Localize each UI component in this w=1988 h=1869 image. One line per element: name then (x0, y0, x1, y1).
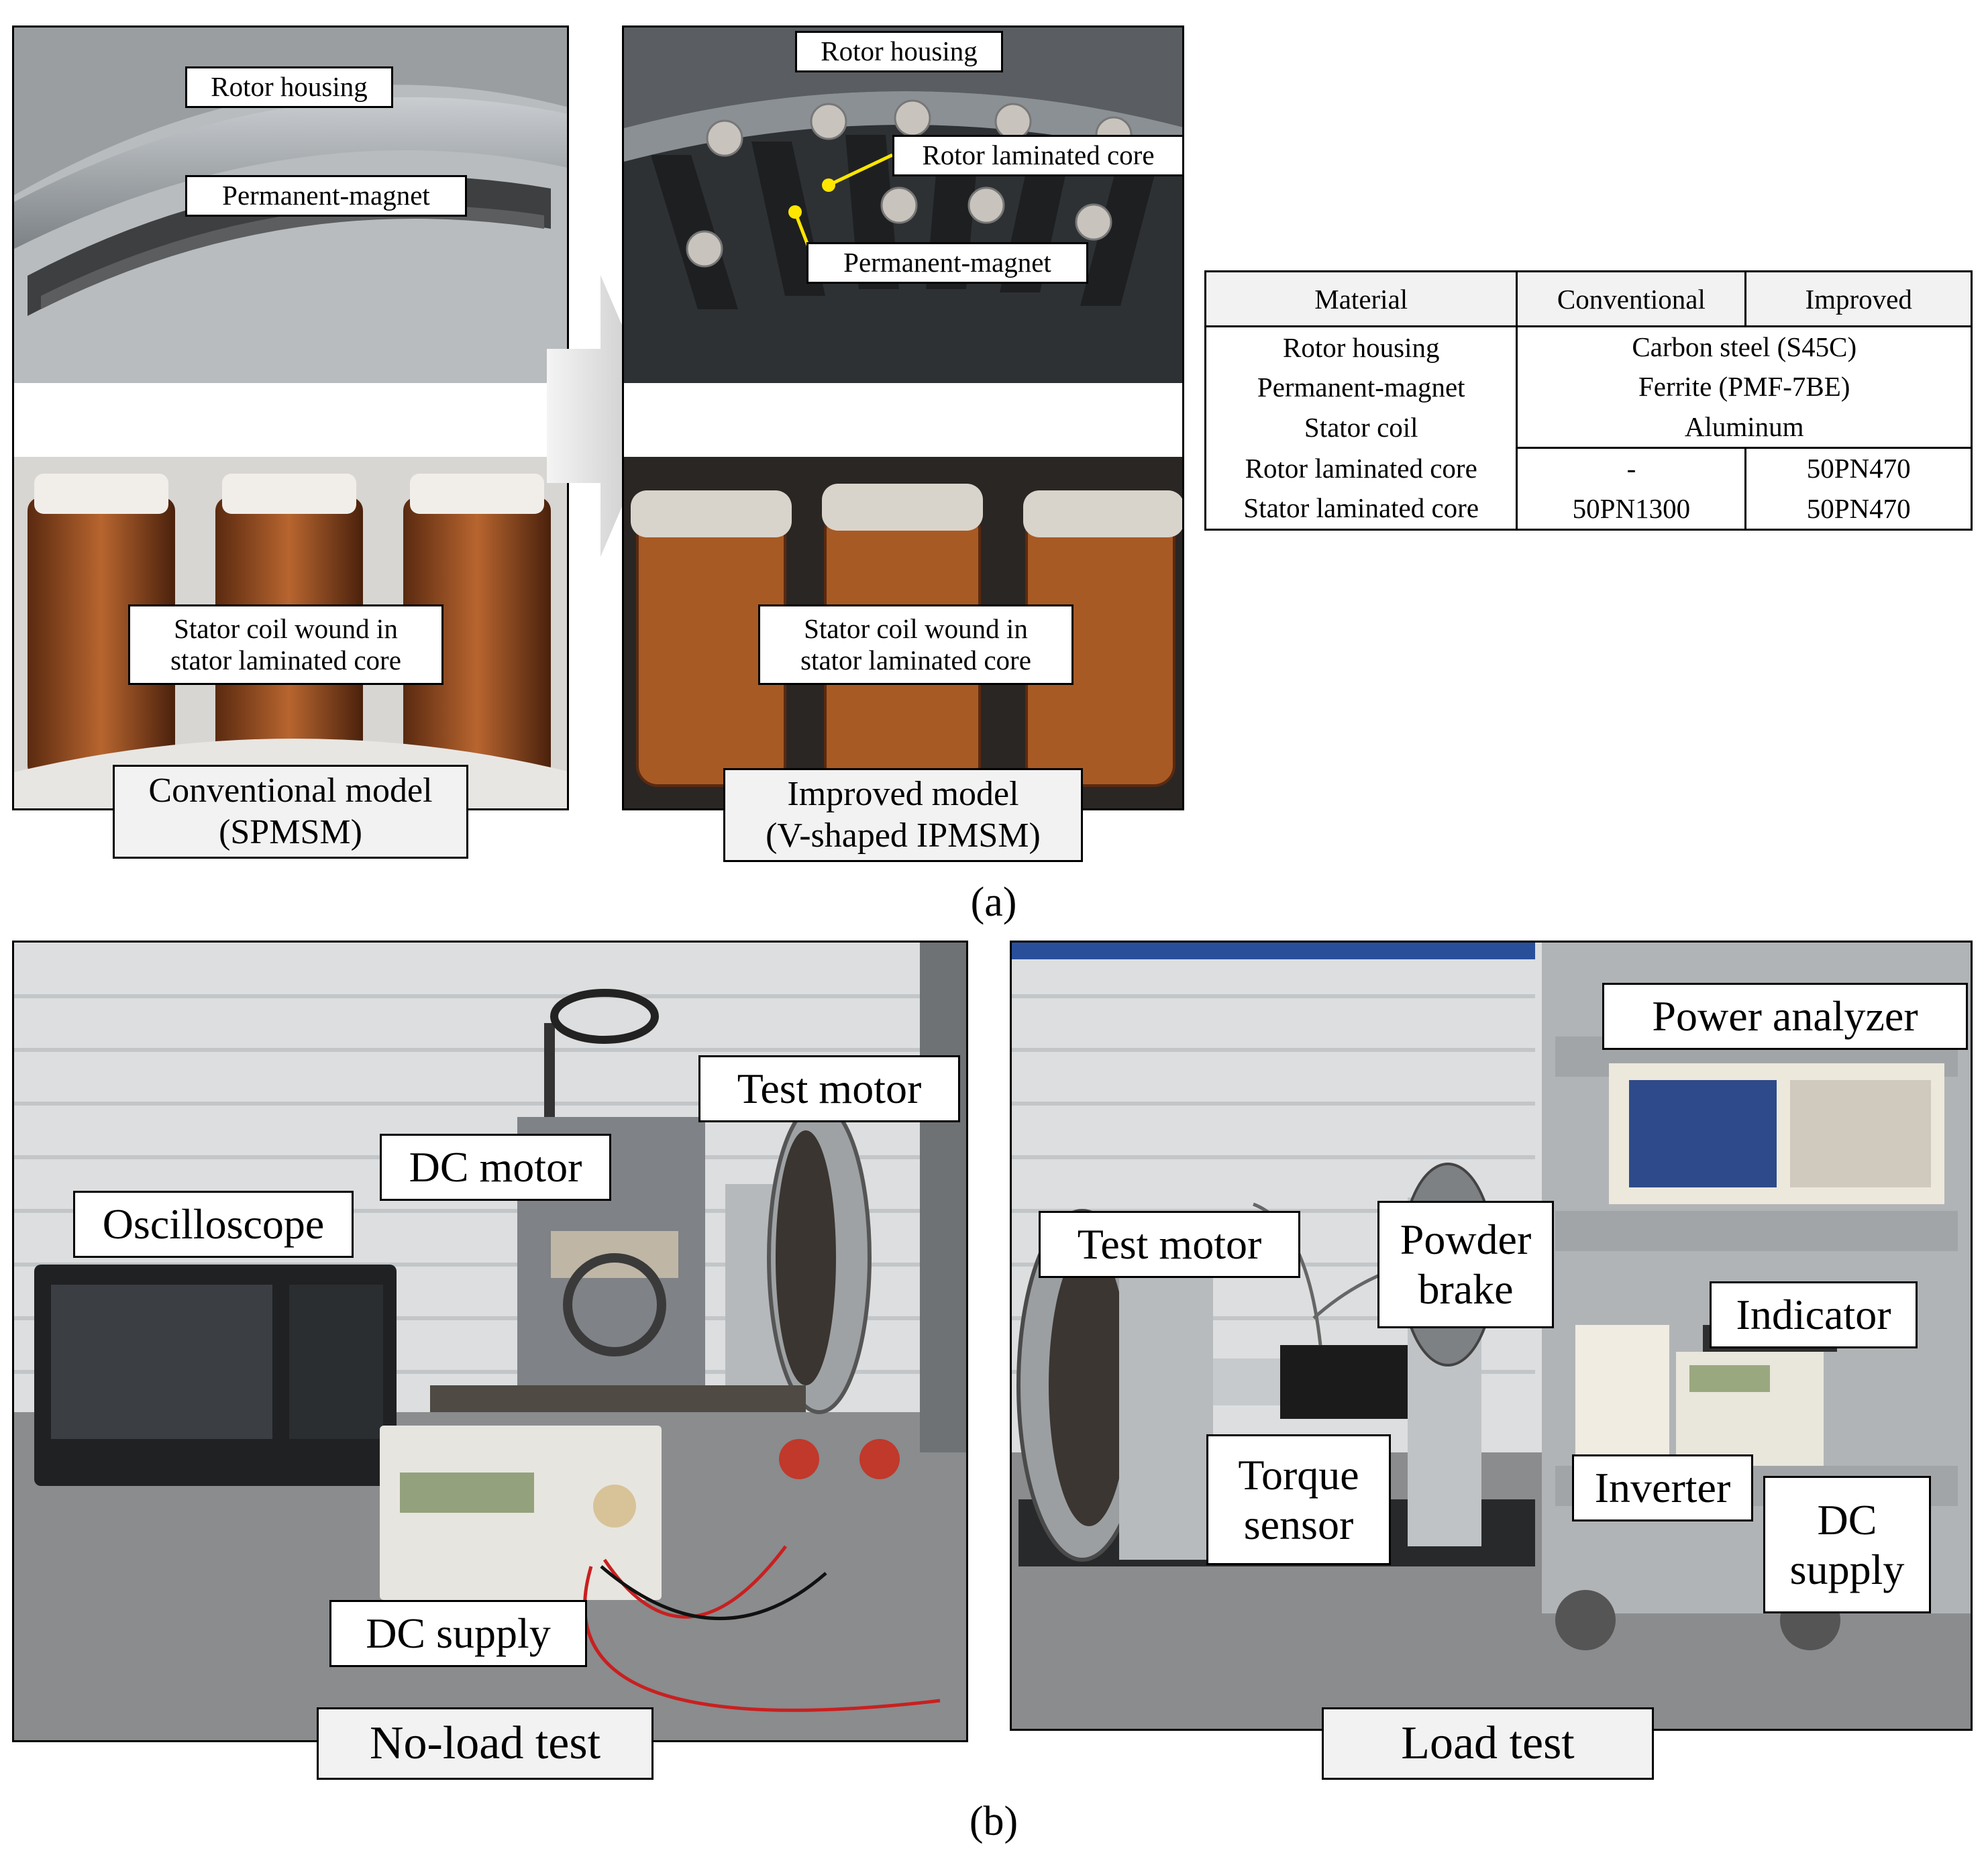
improved-permanent-magnet-label: Permanent-magnet (806, 242, 1088, 284)
material-names-shared: Rotor housing Permanent-magnet Stator co… (1204, 325, 1518, 448)
improved-model-photo: Rotor housing Rotor laminated core Perma… (622, 25, 1184, 810)
improved-model-caption: Improved model (V-shaped IPMSM) (723, 768, 1083, 862)
conventional-model-illustration (14, 28, 567, 808)
permanent-magnet-text: Permanent-magnet (222, 180, 430, 211)
oscilloscope-text: Oscilloscope (102, 1200, 325, 1248)
stator-coil-text-line1: Stator coil wound in (174, 612, 398, 644)
load-dc-supply-label: DC supply (1763, 1476, 1931, 1613)
conventional-rotor-core-value: - (1626, 453, 1636, 484)
improved-stator-core-value: 50PN470 (1806, 492, 1911, 524)
stator-coil-text-line2: stator laminated core (170, 645, 401, 676)
material-table: Material Conventional Improved Rotor hou… (1204, 270, 1973, 531)
improved-core-values: 50PN470 50PN470 (1744, 447, 1973, 531)
conventional-model-caption: Conventional model (SPMSM) (113, 765, 468, 859)
rotor-laminated-core-label: Rotor laminated core (892, 135, 1182, 176)
no-load-test-photo: Test motor DC motor Oscilloscope DC supp… (12, 941, 968, 1742)
improved-stator-coil-text-line2: stator laminated core (800, 645, 1031, 676)
value-ferrite: Ferrite (PMF-7BE) (1638, 371, 1850, 403)
arrow-right-icon (547, 275, 661, 557)
material-table-header: Material Conventional Improved (1204, 270, 1973, 327)
header-conventional: Conventional (1516, 270, 1747, 327)
rotor-housing-text: Rotor housing (211, 71, 368, 103)
improved-caption-line1: Improved model (787, 774, 1019, 813)
improved-rotor-housing-label: Rotor housing (795, 31, 1003, 72)
conventional-stator-core-value: 50PN1300 (1572, 492, 1691, 524)
powder-brake-text-line1: Powder (1400, 1216, 1532, 1264)
load-test-motor-text: Test motor (1077, 1220, 1262, 1269)
load-test-caption-text: Load test (1401, 1717, 1575, 1769)
dc-supply-text: DC supply (366, 1609, 551, 1658)
header-material: Material (1204, 270, 1518, 327)
stator-coil-label: Stator coil wound in stator laminated co… (128, 604, 443, 685)
load-test-photo: Power analyzer Test motor Powder brake I… (1010, 941, 1973, 1731)
oscilloscope-label: Oscilloscope (73, 1191, 354, 1258)
shared-material-values: Carbon steel (S45C) Ferrite (PMF-7BE) Al… (1516, 325, 1973, 449)
rotor-housing-label: Rotor housing (185, 66, 393, 108)
powder-brake-label: Powder brake (1377, 1201, 1554, 1328)
inverter-label: Inverter (1572, 1454, 1753, 1521)
conventional-core-values: - 50PN1300 (1516, 447, 1747, 531)
improved-stator-coil-text-line1: Stator coil wound in (804, 612, 1028, 644)
power-analyzer-label: Power analyzer (1602, 983, 1968, 1050)
header-improved: Improved (1744, 270, 1973, 327)
material-rotor-laminated-core: Rotor laminated core (1245, 452, 1477, 484)
conventional-caption-line2: (SPMSM) (219, 813, 362, 851)
improved-caption-line2: (V-shaped IPMSM) (766, 816, 1041, 855)
power-analyzer-text: Power analyzer (1652, 992, 1918, 1040)
load-test-illustration (1012, 943, 1971, 1729)
test-motor-text: Test motor (737, 1065, 922, 1113)
dc-supply-label: DC supply (329, 1600, 587, 1667)
dc-motor-label: DC motor (380, 1134, 611, 1201)
inverter-text: Inverter (1594, 1464, 1731, 1512)
improved-rotor-housing-text: Rotor housing (821, 36, 978, 67)
rotor-laminated-core-text: Rotor laminated core (922, 140, 1155, 171)
material-rotor-housing: Rotor housing (1282, 331, 1440, 363)
table-row-cores: Rotor laminated core Stator laminated co… (1204, 447, 1973, 531)
no-load-test-caption: No-load test (317, 1707, 653, 1780)
permanent-magnet-label: Permanent-magnet (185, 175, 467, 217)
improved-permanent-magnet-text: Permanent-magnet (843, 247, 1051, 278)
indicator-text: Indicator (1736, 1291, 1891, 1339)
panel-b-letter: (b) (969, 1799, 1018, 1844)
material-names-cores: Rotor laminated core Stator laminated co… (1204, 447, 1518, 531)
torque-sensor-label: Torque sensor (1206, 1434, 1391, 1565)
powder-brake-text-line2: brake (1418, 1265, 1514, 1313)
dc-motor-text: DC motor (409, 1143, 582, 1191)
table-row-shared: Rotor housing Permanent-magnet Stator co… (1204, 325, 1973, 449)
conventional-caption-line1: Conventional model (148, 771, 433, 810)
improved-stator-coil-label: Stator coil wound in stator laminated co… (758, 604, 1074, 685)
material-permanent-magnet: Permanent-magnet (1257, 372, 1465, 403)
load-test-motor-label: Test motor (1039, 1211, 1300, 1278)
material-stator-laminated-core: Stator laminated core (1243, 492, 1479, 523)
test-motor-label: Test motor (698, 1055, 960, 1122)
conventional-model-photo: Rotor housing Permanent-magnet Stator co… (12, 25, 569, 810)
no-load-test-caption-text: No-load test (369, 1717, 601, 1769)
load-test-caption: Load test (1322, 1707, 1654, 1780)
panel-a-letter: (a) (970, 879, 1017, 925)
indicator-label: Indicator (1710, 1281, 1918, 1348)
improved-rotor-core-value: 50PN470 (1806, 453, 1911, 484)
value-carbon-steel: Carbon steel (S45C) (1632, 331, 1857, 362)
material-stator-coil: Stator coil (1304, 411, 1418, 443)
load-dc-supply-text-line2: supply (1789, 1545, 1905, 1593)
load-dc-supply-text-line1: DC (1817, 1495, 1877, 1544)
torque-sensor-text-line1: Torque (1238, 1450, 1359, 1499)
torque-sensor-text-line2: sensor (1243, 1500, 1354, 1548)
value-aluminum: Aluminum (1684, 411, 1804, 442)
